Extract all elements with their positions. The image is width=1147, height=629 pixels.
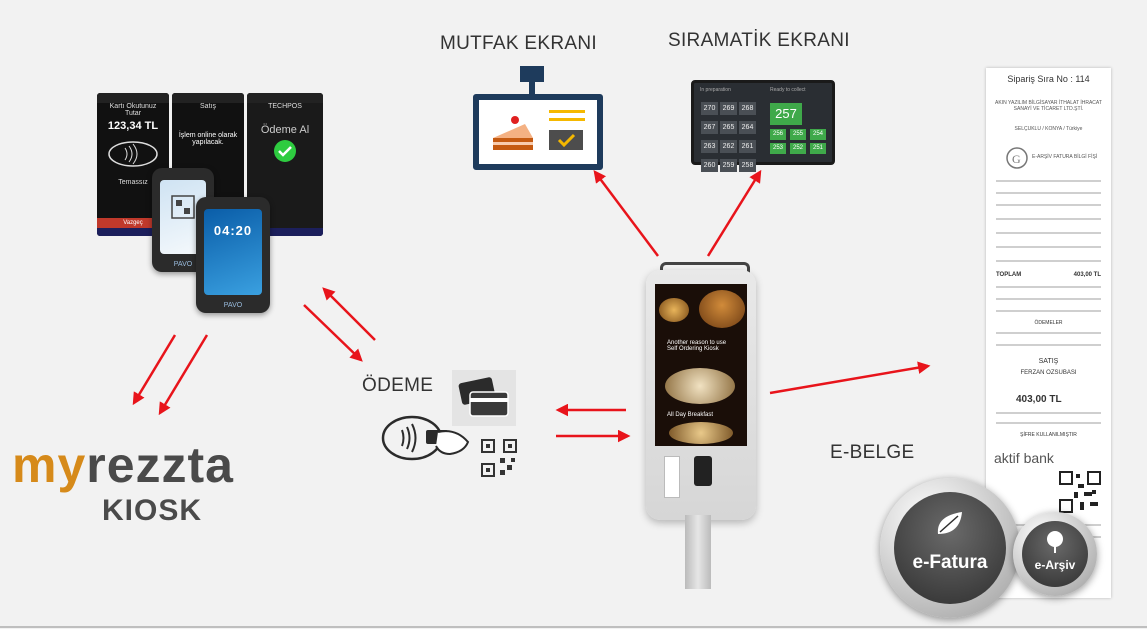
- phone1-amount: 123,34 TL: [107, 120, 159, 132]
- efatura-label: e-Fatura: [912, 552, 988, 573]
- phone3-title: TECHPOS: [268, 103, 302, 110]
- cake-icon: [493, 116, 533, 150]
- brand-logo: myrezzta: [12, 436, 234, 494]
- receipt-header2: E-ARŞİV FATURA BİLGİ FİŞİ: [1032, 154, 1098, 160]
- earsiv-badge: e-Arşiv: [1013, 512, 1097, 596]
- board-preparing-cell: 260: [701, 159, 718, 172]
- arrow-kiosk-to-kitchen: [593, 170, 659, 257]
- board-ready-cell: 253: [770, 143, 786, 154]
- receipt-qr-icon: [1058, 470, 1102, 514]
- checkbox-icon: [549, 130, 583, 150]
- receipt-customer: FERZAN OZSUBASI: [1020, 370, 1077, 376]
- tree-icon: [1047, 531, 1063, 553]
- arrow-kiosk-to-receipt: [769, 361, 931, 395]
- board-preparing-cell: 262: [720, 140, 737, 153]
- board-ready-cell: 256: [770, 129, 786, 140]
- receipt-city: SELÇUKLU / KONYA / Türkiye: [1014, 126, 1083, 132]
- receipt-total-label: TOPLAM: [996, 272, 1022, 278]
- order-lines: [549, 110, 585, 127]
- receipt-amount: 403,00 TL: [1016, 394, 1062, 405]
- kiosk-promo-2: All Day Breakfast: [667, 412, 714, 418]
- queue-screen-label: SIRAMATİK EKRANI: [668, 30, 850, 51]
- earsiv-label: e-Arşiv: [1034, 558, 1076, 572]
- kiosk-printer-slot: [664, 456, 680, 498]
- qr-code-icon: [481, 439, 517, 477]
- pos-time: 04:20: [213, 223, 253, 238]
- phone1-sub: Tutar: [124, 110, 142, 117]
- board-preparing-cell: 270: [701, 102, 718, 115]
- phone3-status: Ödeme Al: [260, 124, 310, 136]
- receipt-company: AKIN YAZILIM BİLGİSAYAR İTHALAT İHRACAT …: [995, 100, 1102, 112]
- arrow-kiosk-to-board: [706, 169, 762, 257]
- kiosk-screen: Another reason to use Self Ordering Kios…: [655, 284, 747, 446]
- kiosk-stand: [685, 515, 711, 589]
- brand-part1: my: [12, 437, 87, 493]
- efatura-badge: e-Fatura: [880, 478, 1020, 618]
- self-order-kiosk: Another reason to use Self Ordering Kios…: [646, 270, 756, 520]
- kiosk-promo-1: Another reason to use Self Ordering Kios…: [667, 340, 727, 352]
- board-preparing-cell: 264: [739, 121, 756, 134]
- kitchen-screen-label: MUTFAK EKRANI: [440, 33, 597, 54]
- svg-text:G: G: [1012, 152, 1021, 166]
- receipt-bank: aktif bank: [994, 450, 1054, 466]
- phone-screen-3: TECHPOS Ödeme Al: [247, 93, 323, 236]
- arrow-payment-to-pos: [322, 287, 376, 341]
- ebelge-label: E-BELGE: [830, 442, 915, 463]
- board-preparing-cell: 258: [739, 159, 756, 172]
- phone1-title: Kartı Okutunuz: [109, 103, 157, 110]
- phone2-title: Satış: [200, 103, 216, 110]
- board-preparing-cell: 261: [739, 140, 756, 153]
- kitchen-pole: [529, 82, 535, 96]
- phone2-message: İşlem online olarak yapılacak.: [178, 132, 238, 146]
- payment-label: ÖDEME: [362, 375, 434, 396]
- receipt-sale-label: SATIŞ: [1038, 358, 1059, 365]
- board-preparing-cell: 259: [720, 159, 737, 172]
- board-ready-cell: 252: [790, 143, 806, 154]
- contactless-icon: [108, 141, 158, 167]
- board-ready-big: 257: [770, 103, 802, 125]
- receipt-total-value: 403,00 TL: [1073, 272, 1101, 278]
- pos-device-main: 04:20 PAVO: [196, 197, 270, 313]
- leaf-icon: [937, 512, 962, 534]
- brand-part2: rezzta: [86, 437, 234, 493]
- gib-logo-icon: G: [1006, 147, 1028, 169]
- kitchen-screen: [473, 94, 603, 170]
- qr-icon: [171, 195, 195, 219]
- kitchen-mount: [520, 66, 544, 82]
- receipt-title: Sipariş Sıra No : 114: [1007, 74, 1090, 84]
- board-ready-cell: 255: [790, 129, 806, 140]
- check-icon: [274, 140, 296, 162]
- board-ready-cell: 254: [810, 129, 826, 140]
- board-right-header: Ready to collect: [770, 87, 806, 93]
- receipt-pin: ŞİFRE KULLANILMIŞTIR: [1020, 432, 1077, 438]
- receipt-payment-title: ÖDEMELER: [1034, 320, 1063, 326]
- pos-small-brand: PAVO: [173, 261, 193, 268]
- arrow-pos-to-brand: [132, 334, 177, 406]
- pos-main-brand: PAVO: [223, 302, 243, 309]
- payment-cards-icon: [452, 370, 516, 426]
- board-preparing-cell: 269: [720, 102, 737, 115]
- phone1-caption: Temassız: [118, 179, 148, 186]
- bottom-rule: [0, 626, 1147, 628]
- arrow-brand-to-pos: [158, 334, 209, 416]
- phone1-cancel-button[interactable]: Vazgeç: [97, 218, 169, 228]
- arrow-pos-to-payment: [303, 304, 363, 362]
- board-preparing-cell: 267: [701, 121, 718, 134]
- board-left-header: In preparation: [700, 87, 731, 93]
- brand-subtitle: KIOSK: [102, 494, 203, 527]
- board-ready-cell: 251: [810, 143, 826, 154]
- contactless-hand-icon: [381, 415, 470, 461]
- board-preparing-cell: 265: [720, 121, 737, 134]
- kiosk-card-reader[interactable]: [694, 456, 712, 486]
- board-preparing-cell: 268: [739, 102, 756, 115]
- board-preparing-cell: 263: [701, 140, 718, 153]
